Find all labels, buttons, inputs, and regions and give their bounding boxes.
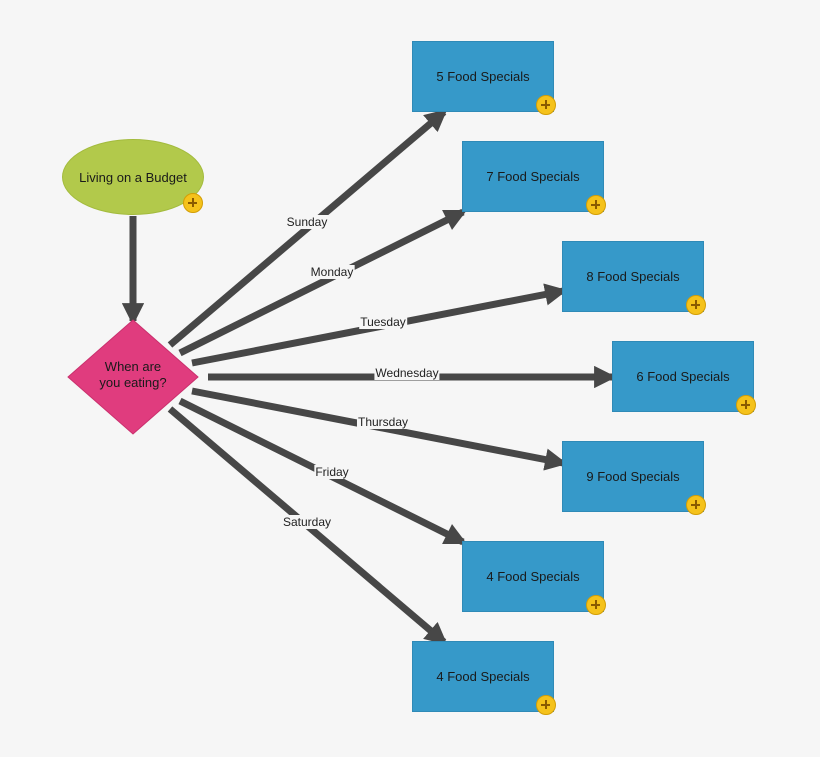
add-icon[interactable]: [736, 395, 756, 415]
add-icon[interactable]: [586, 195, 606, 215]
add-icon[interactable]: [536, 95, 556, 115]
add-icon[interactable]: [586, 595, 606, 615]
result-box-label: 4 Food Specials: [436, 669, 530, 684]
start-node-living-on-a-budget[interactable]: Living on a Budget: [62, 139, 204, 215]
edge-label-wednesday: Wednesday: [374, 366, 440, 380]
connector-monday[interactable]: [178, 208, 468, 357]
result-box-label: 6 Food Specials: [636, 369, 730, 384]
result-box-tuesday[interactable]: 8 Food Specials: [562, 241, 704, 312]
result-box-sunday[interactable]: 5 Food Specials: [412, 41, 554, 112]
edge-label-friday: Friday: [314, 465, 350, 479]
decision-label: When are you eating?: [70, 345, 196, 405]
result-box-friday[interactable]: 4 Food Specials: [462, 541, 604, 612]
result-box-wednesday[interactable]: 6 Food Specials: [612, 341, 754, 412]
edge-label-saturday: Saturday: [281, 515, 333, 529]
start-node-label: Living on a Budget: [79, 169, 187, 185]
result-box-label: 4 Food Specials: [486, 569, 580, 584]
result-box-label: 9 Food Specials: [586, 469, 680, 484]
result-box-monday[interactable]: 7 Food Specials: [462, 141, 604, 212]
decision-label-line-2: you eating?: [99, 375, 167, 390]
decision-label-line-1: When are: [104, 359, 162, 374]
decision-diamond[interactable]: [67, 319, 199, 435]
add-icon[interactable]: [183, 193, 203, 213]
add-icon[interactable]: [686, 295, 706, 315]
result-box-thursday[interactable]: 9 Food Specials: [562, 441, 704, 512]
edge-label-thursday: Thursday: [356, 415, 410, 429]
edge-label-sunday: Sunday: [285, 215, 329, 229]
add-icon[interactable]: [536, 695, 556, 715]
edge-label-tuesday: Tuesday: [359, 315, 407, 329]
add-icon[interactable]: [686, 495, 706, 515]
result-box-label: 5 Food Specials: [436, 69, 530, 84]
result-box-label: 8 Food Specials: [586, 269, 680, 284]
result-box-label: 7 Food Specials: [486, 169, 580, 184]
edge-label-monday: Monday: [309, 265, 355, 279]
result-box-saturday[interactable]: 4 Food Specials: [412, 641, 554, 712]
